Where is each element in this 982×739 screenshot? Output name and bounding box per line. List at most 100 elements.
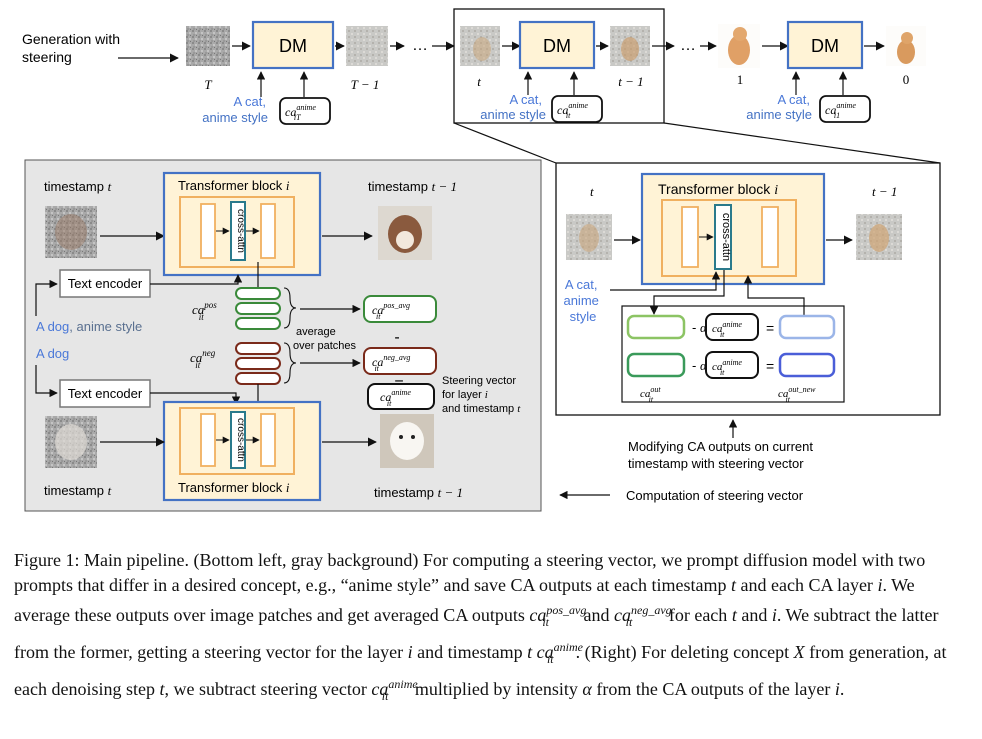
poodle-image (390, 422, 424, 460)
minus-alpha: - α (692, 358, 708, 373)
ca-pos-pill (235, 302, 281, 315)
right-panel: t t − 1 Transformer block i cross-attn A… (555, 162, 941, 416)
poodle-image (411, 435, 415, 439)
ca-anime-box (819, 95, 871, 123)
dm-label: DM (279, 36, 307, 56)
timestamp-t1-bottom: timestamp t − 1 (374, 485, 463, 500)
prompt-cat-line2: anime style (202, 110, 268, 125)
minus-sign: - (394, 329, 399, 346)
arrow-icon (610, 271, 721, 291)
timestamp-t1-top: timestamp t − 1 (368, 179, 457, 194)
dm-box (251, 20, 335, 70)
prompt-cat-line1: A cat, (509, 92, 542, 107)
arrow-icon (649, 270, 725, 315)
prompt-cat-line1: A cat, (777, 92, 810, 107)
ca-neg-avg-box (363, 347, 437, 375)
dm-box (786, 20, 864, 70)
ca-pos-pill (235, 287, 281, 300)
text-encoder-label: Text encoder (68, 276, 143, 291)
cross-attn-bar (230, 411, 246, 469)
caption-text: Figure 1: Main pipeline. (Bottom left, g… (14, 550, 947, 703)
cross-attn-bar (230, 201, 246, 261)
zoom-connector (663, 122, 941, 164)
layer-bar (200, 203, 216, 259)
text-encoder-bottom (59, 379, 151, 408)
prompt-cat-line2: anime style (480, 107, 546, 122)
ca-anime-box (367, 383, 435, 410)
dm-label: DM (543, 36, 571, 56)
prompt-cat-line1: A cat, (233, 94, 266, 109)
cat-image (621, 37, 639, 61)
cat-image (733, 27, 747, 41)
cat-image (869, 224, 889, 252)
cat-image (579, 224, 599, 252)
arrow-icon (150, 392, 241, 405)
t-label-T: T (204, 77, 212, 92)
ca-neg-pill (235, 342, 281, 355)
t-label: t (590, 184, 594, 199)
equals-sign: = (766, 320, 774, 336)
arrow-icon (743, 275, 805, 316)
inner-layer-box (179, 196, 295, 268)
timestamp-t-top: timestamp t (44, 179, 112, 194)
brace (283, 287, 297, 329)
gen-label-line2: steering (22, 49, 72, 65)
layer-bar (681, 206, 699, 268)
arrow-icon (35, 365, 58, 398)
top-row: Generation with steering DM T T − 1 A ca… (22, 8, 926, 125)
ca-anime-box (705, 351, 759, 379)
gen-label-line1: Generation with (22, 31, 120, 47)
ca-out-new-pill (778, 314, 836, 340)
prompt-pos: A dog, anime style (36, 319, 142, 334)
computation-label: Computation of steering vector (626, 488, 804, 503)
cat-image (901, 32, 913, 44)
t-label-0: 0 (903, 72, 910, 87)
ca-pos-avg-box (363, 295, 437, 323)
text-encoder-top (59, 269, 151, 298)
transformer-block (640, 172, 826, 286)
ca-out-pill (626, 352, 686, 378)
ca-anime-box (279, 97, 331, 125)
ca-pos-pill (235, 317, 281, 330)
ca-neg-pill (235, 372, 281, 385)
brace (283, 342, 297, 384)
t-label-t: t (477, 74, 481, 89)
ca-anime-box (705, 313, 759, 341)
dog-image (55, 214, 87, 250)
inner-layer-box (661, 199, 797, 277)
arrow-icon (150, 274, 243, 285)
generation-label: Generation with steering (22, 31, 124, 65)
transformer-block-label: Transformer block i (178, 480, 290, 495)
equals-sign: = (766, 358, 774, 374)
cat-image (728, 35, 750, 65)
arrow-icon (35, 279, 58, 316)
layer-bar (761, 206, 779, 268)
zoom-frame (453, 8, 665, 124)
text-encoder-label: Text encoder (68, 386, 143, 401)
poodle-image (399, 435, 403, 439)
layer-bar (260, 413, 276, 467)
layer-bar (260, 203, 276, 259)
noise-image (346, 26, 388, 66)
zoom-connector (453, 122, 557, 164)
ca-anime-box (551, 95, 603, 123)
left-panel: timestamp t timestamp t − 1 Transformer … (24, 159, 542, 512)
pipeline-figure: Generation with steering DM T T − 1 A ca… (22, 8, 941, 512)
cross-attn-bar (714, 204, 732, 270)
cat-image (897, 40, 915, 64)
ellipsis: … (680, 37, 696, 54)
prompt-neg: A dog (36, 346, 69, 361)
cat-image (473, 37, 491, 61)
ca-out-pill (626, 314, 686, 340)
dog-image (396, 231, 414, 249)
prompt-cat-line2: anime style (746, 107, 812, 122)
t-label-1: 1 (737, 72, 744, 87)
transformer-block-label: Transformer block i (658, 181, 778, 198)
layer-bar (200, 413, 216, 467)
prompt-cat: A cat, anime style (563, 277, 602, 324)
steering-vector-label: Steering vector for layer i and timestam… (442, 375, 521, 415)
ellipsis: … (412, 37, 428, 54)
minus-alpha: - α (692, 320, 708, 335)
timestamp-t-bottom: timestamp t (44, 483, 112, 498)
poodle-image (55, 424, 87, 460)
